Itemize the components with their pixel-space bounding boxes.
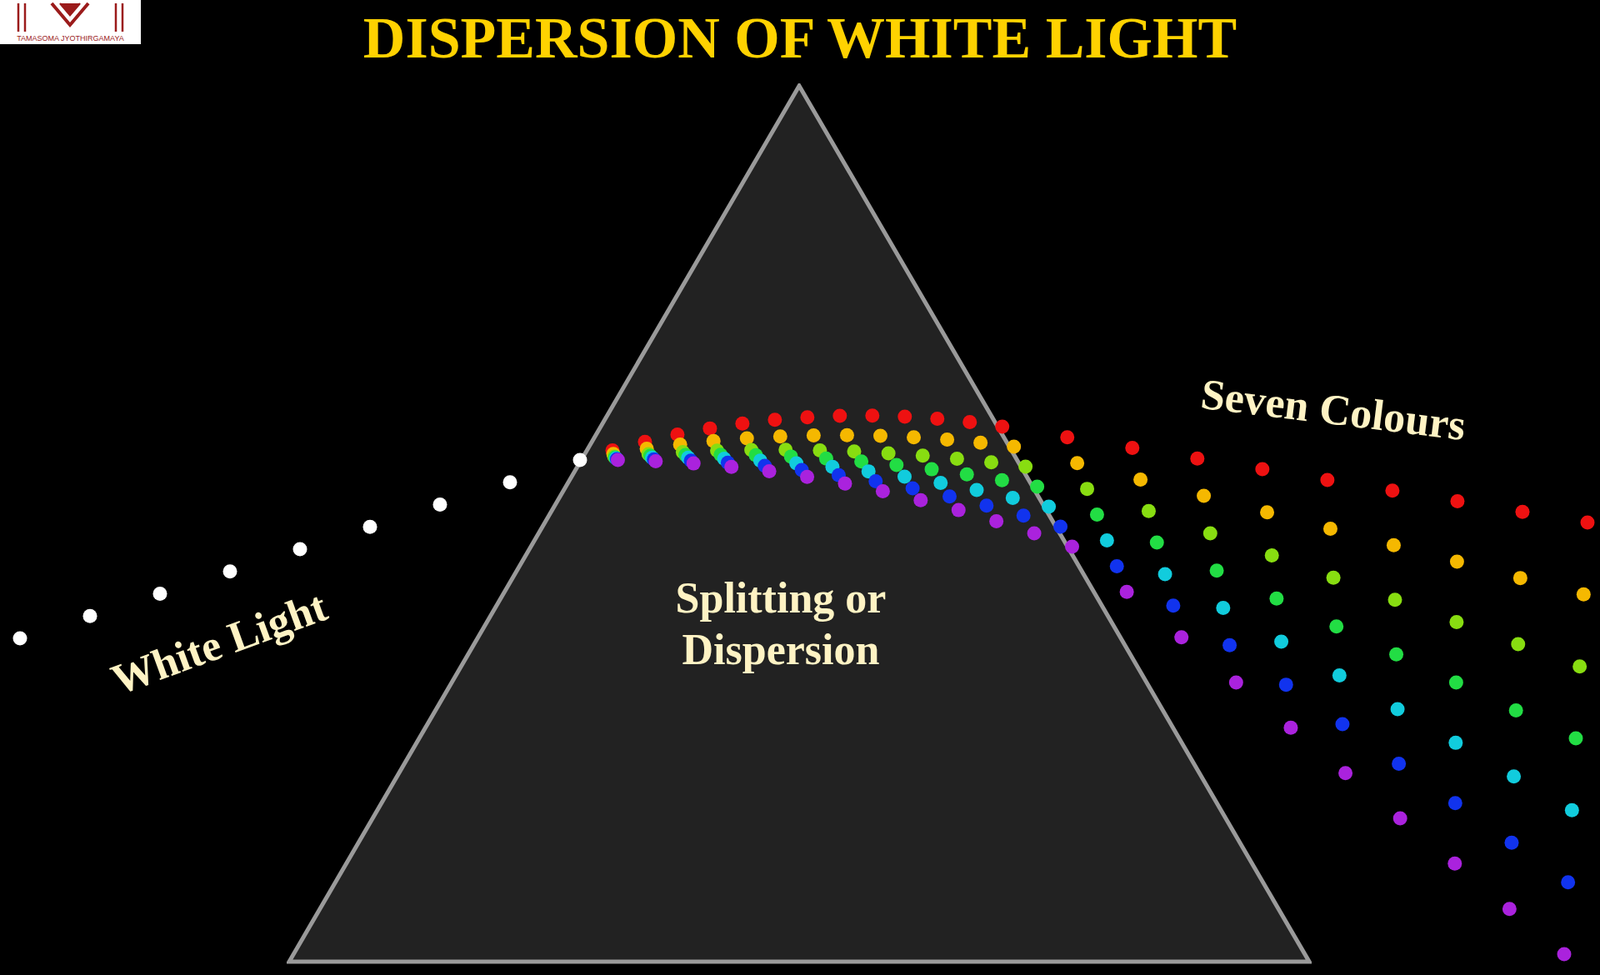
logo-box: TAMASOMA JYOTHIRGAMAYA [0,0,141,45]
title: DISPERSION OF WHITE LIGHT [363,5,1237,72]
prism-outline [286,83,1312,965]
logo-ground [0,0,141,45]
ray-label: White Light [105,581,334,706]
ray-label: Seven Colours [1198,369,1469,451]
prism-label: Splitting or Dispersion [614,572,948,676]
logo-text: TAMASOMA JYOTHIRGAMAYA [0,33,141,44]
logo-icon [18,3,123,32]
prism: Splitting or Dispersion [286,83,1312,965]
